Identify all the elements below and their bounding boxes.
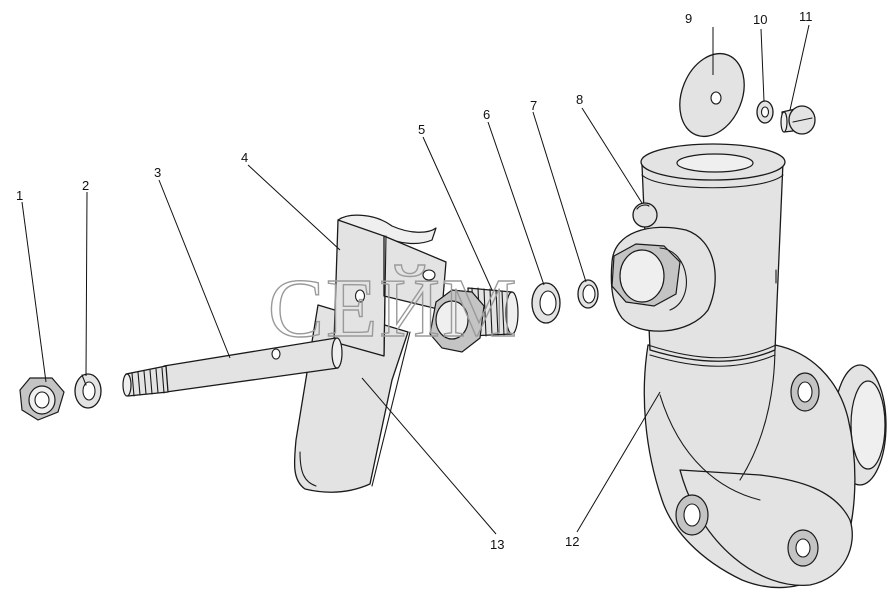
callout-7: 7 bbox=[530, 98, 537, 113]
callout-12: 12 bbox=[565, 534, 579, 549]
part-6-washer bbox=[531, 282, 561, 324]
watermark-text: CЕЙМ bbox=[268, 262, 519, 355]
part-8-ball bbox=[632, 202, 658, 228]
callout-11: 11 bbox=[799, 9, 813, 24]
part-3-shaft bbox=[122, 337, 343, 397]
part-4-bracket bbox=[333, 214, 447, 357]
callout-13: 13 bbox=[490, 537, 504, 552]
part-11-screw bbox=[780, 105, 816, 135]
callout-5: 5 bbox=[418, 122, 425, 137]
part-10-washer bbox=[756, 100, 774, 124]
callout-6: 6 bbox=[483, 107, 490, 122]
part-9-cap-disc bbox=[679, 52, 745, 138]
part-12-housing bbox=[610, 143, 887, 589]
callout-2: 2 bbox=[82, 178, 89, 193]
callout-1: 1 bbox=[16, 188, 23, 203]
leader-lines bbox=[21, 24, 810, 535]
callout-9: 9 bbox=[685, 11, 692, 26]
callout-8: 8 bbox=[576, 92, 583, 107]
part-5-fitting bbox=[429, 287, 519, 353]
part-1-hex-nut bbox=[19, 377, 65, 421]
part-2-spring-washer bbox=[74, 373, 102, 409]
callout-10: 10 bbox=[753, 12, 767, 27]
callout-4: 4 bbox=[241, 150, 248, 165]
part-7-ring bbox=[577, 279, 599, 309]
callout-3: 3 bbox=[154, 165, 161, 180]
callout-labels: 1 2 3 4 5 6 7 8 9 10 11 12 13 bbox=[16, 9, 813, 552]
